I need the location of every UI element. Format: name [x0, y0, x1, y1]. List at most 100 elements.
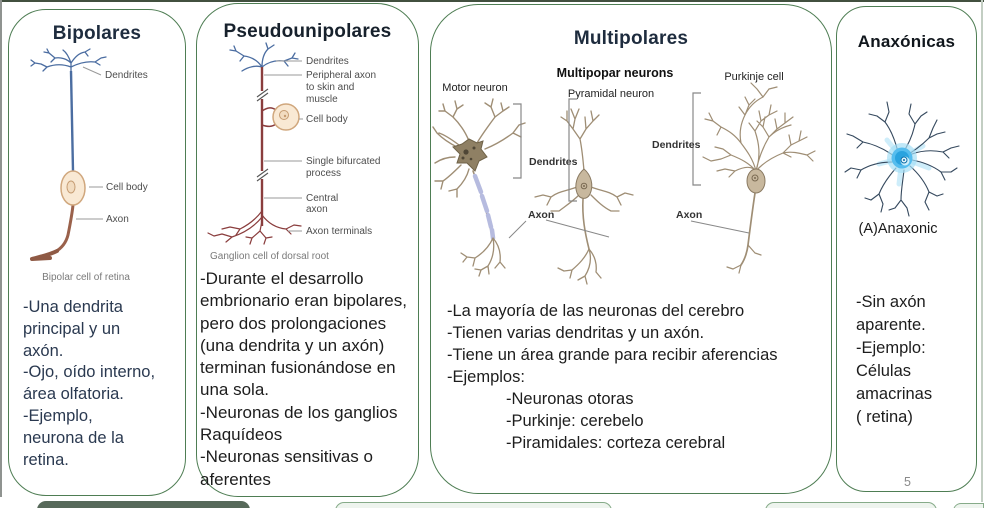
label-motor-neuron: Motor neuron — [442, 82, 507, 94]
multipolar-neurons-illustration: Motor neuron Pyramidal neuron Purkinje c… — [432, 71, 816, 285]
slide-right-border — [981, 0, 983, 502]
label-cell-body: Cell body — [106, 182, 148, 193]
next-card-top-light — [953, 503, 984, 508]
next-card-top-dark — [37, 501, 250, 508]
bipolar-axon — [54, 204, 75, 254]
text-line: Raquídeos — [200, 425, 283, 445]
text-line: retina. — [23, 450, 69, 469]
text-line: neurona de la — [23, 428, 124, 447]
page-number: 5 — [904, 475, 911, 489]
label-peripheral-axon: muscle — [306, 94, 338, 105]
text-line: -Ejemplo, — [23, 406, 93, 425]
text-line: -Una dendrita — [23, 298, 123, 316]
purkinje-nucleus — [751, 174, 759, 182]
bipolar-axon-foot — [30, 249, 59, 261]
panel-anaxonicas: Anaxónicas (A)Anaxonic -Sin axón aparent… — [836, 6, 977, 492]
text-line: -Neuronas de los ganglios — [200, 402, 398, 422]
purkinje-bracket — [692, 92, 701, 186]
text-line: área olfatoria. — [23, 385, 124, 404]
axon-leader-lines — [508, 219, 750, 239]
text-line: -Ejemplo: — [856, 339, 926, 357]
label-axon-right: Axon — [676, 209, 702, 221]
panel-pseudounipolares-text: -Durante el desarrollo embrionario eran … — [200, 268, 438, 491]
figure-caption: Bipolar cell of retina — [42, 272, 130, 283]
text-line: -Purkinje: cerebelo — [506, 412, 644, 430]
panel-bipolares: Bipolares Dendrites Cell body Axon Bipol… — [8, 9, 186, 496]
label-dendrites: Dendrites — [306, 56, 349, 67]
motor-neuron-drawing — [432, 98, 526, 236]
text-line: pero dos prolongaciones — [200, 313, 387, 333]
text-line: embrionario eran bipolares, — [200, 291, 407, 311]
label-dendrites-right: Dendrites — [652, 139, 701, 151]
axon-terminals — [207, 210, 302, 245]
text-line: -La mayoría de las neuronas del cerebro — [447, 302, 745, 320]
pyramidal-bracket — [568, 98, 577, 202]
text-line: -Tienen varias dendritas y un axón. — [447, 324, 705, 342]
text-line: una sola. — [200, 380, 269, 400]
label-axon-terminals: Axon terminals — [306, 226, 372, 237]
motor-bracket — [513, 103, 522, 179]
label-pyramidal-neuron: Pyramidal neuron — [568, 88, 654, 100]
motor-soma — [452, 138, 488, 172]
text-line: -Durante el desarrollo — [200, 269, 364, 288]
text-line: -Neuronas otoras — [506, 390, 634, 408]
panel-multipolares-text: -La mayoría de las neuronas del cerebro … — [447, 300, 839, 454]
text-line: amacrinas — [856, 385, 933, 403]
anaxonic-neuron-illustration — [844, 101, 960, 217]
text-line: -Neuronas sensitivas o — [200, 447, 373, 467]
text-line: ( retina) — [856, 408, 913, 426]
label-peripheral-axon: Peripheral axon — [306, 70, 376, 81]
label-dendrites: Dendrites — [105, 70, 148, 81]
text-line: -Piramidales: corteza cerebral — [506, 434, 726, 452]
label-central-axon: Central — [306, 193, 338, 204]
leader-lines — [264, 60, 303, 232]
label-axon: Axon — [106, 214, 129, 225]
break-mark-upper — [256, 88, 269, 102]
text-line: -Ojo, oído interno, — [23, 363, 156, 382]
panel-bipolares-title: Bipolares — [52, 23, 142, 44]
panel-pseudounipolares-title: Pseudounipolares — [223, 21, 392, 42]
text-line: (una dendrita y un axón) — [200, 335, 385, 355]
bipolar-dendrites — [30, 48, 107, 72]
label-cell-body: Cell body — [306, 114, 348, 125]
label-axon-left: Axon — [528, 209, 554, 221]
bipolar-neuron-illustration: Dendrites Cell body Axon Bipolar cell of… — [30, 48, 148, 283]
label-single-bifurcated: Single bifurcated — [306, 156, 381, 167]
bipolar-nucleus — [66, 180, 76, 194]
panel-anaxonicas-text: -Sin axón aparente. -Ejemplo: Células am… — [856, 291, 984, 429]
figure-caption: Ganglion cell of dorsal root — [210, 251, 329, 262]
panel-anaxonicas-title: Anaxónicas — [857, 32, 956, 51]
text-line: axón. — [23, 341, 64, 360]
purkinje-neuron-drawing — [702, 82, 816, 274]
figure-caption: (A)Anaxonic — [858, 221, 938, 237]
text-line: Células — [856, 362, 912, 380]
anaxonic-branches — [844, 101, 960, 217]
next-card-top-light — [335, 502, 612, 508]
break-gap — [256, 91, 268, 99]
myelin-sheath — [472, 173, 496, 241]
panel-multipolares-title: Multipolares — [573, 28, 689, 49]
break-mark-lower — [256, 168, 269, 182]
pseudounipolar-neuron-illustration: Dendrites Peripheral axon to skin and mu… — [207, 42, 381, 262]
text-line: terminan fusionándose en — [200, 358, 396, 378]
text-line: principal y un — [23, 319, 121, 338]
label-central-axon: axon — [306, 204, 328, 215]
break-gap — [256, 171, 268, 179]
panel-pseudounipolares: Pseudounipolares Dendrites Peripheral ax… — [196, 3, 419, 497]
next-card-top-light — [765, 502, 937, 508]
nucleolus — [283, 114, 287, 118]
label-dendrites-left: Dendrites — [529, 156, 578, 168]
motor-axon-terminals — [460, 237, 506, 277]
bipolar-dendrite-shaft — [69, 70, 75, 172]
text-line: aferentes — [200, 469, 271, 489]
label-purkinje-cell: Purkinje cell — [724, 71, 783, 83]
text-line: -Tiene un área grande para recibir afere… — [447, 346, 778, 364]
pyramidal-nucleolus — [583, 185, 585, 187]
label-single-bifurcated: process — [306, 168, 341, 179]
leader-lines — [76, 66, 103, 220]
slide-left-border — [0, 0, 2, 497]
pyramidal-nucleus — [580, 182, 588, 190]
slide-top-border — [0, 0, 984, 2]
panel-multipolares: Multipolares Multipopar neurons Motor ne… — [430, 4, 832, 494]
